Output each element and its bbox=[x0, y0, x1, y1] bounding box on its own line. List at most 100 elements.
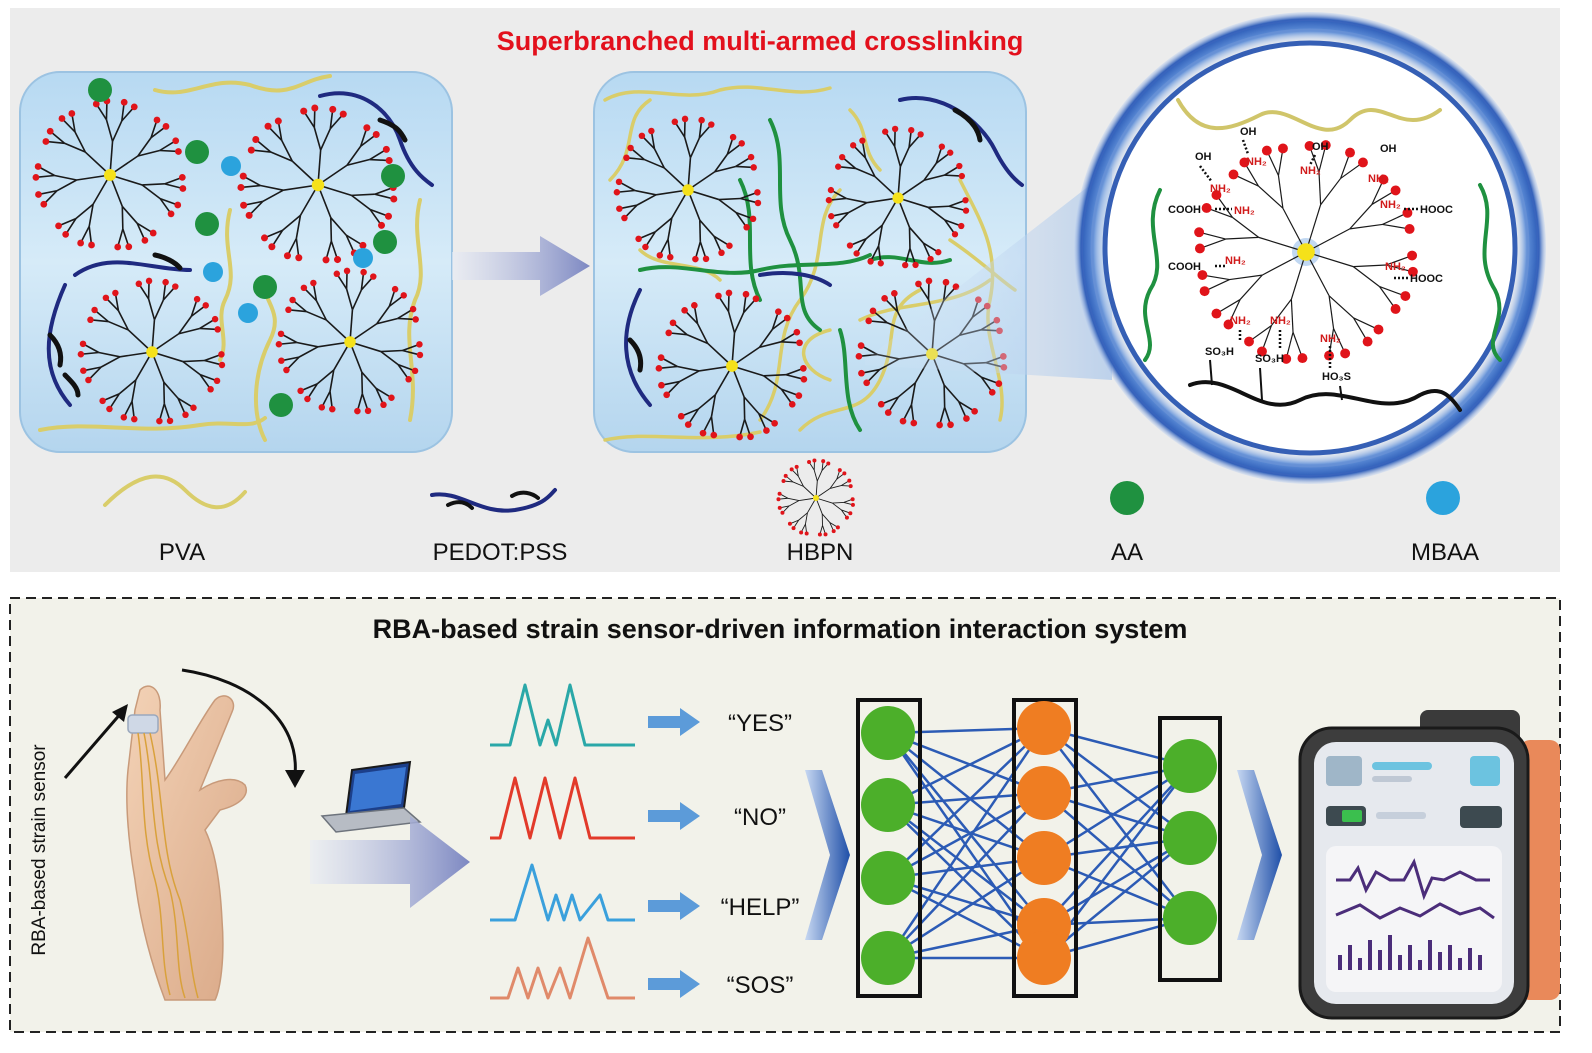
aa-particles bbox=[88, 78, 405, 417]
dendrimer-molecule bbox=[776, 458, 855, 537]
waveform-line bbox=[490, 936, 635, 1000]
network-edge bbox=[887, 876, 1045, 960]
svg-text:NH₂: NH₂ bbox=[1320, 333, 1341, 345]
network-node bbox=[1017, 766, 1071, 820]
output-label-sos: “SOS” bbox=[727, 972, 794, 999]
laptop-icon bbox=[320, 760, 422, 833]
legend-label-aa: AA bbox=[1111, 539, 1143, 566]
aa-crosslinked-chains bbox=[638, 118, 952, 432]
output-label-help: “HELP” bbox=[721, 894, 800, 921]
network-edge bbox=[887, 732, 1045, 859]
svg-text:HOOC: HOOC bbox=[1410, 273, 1443, 285]
pedot-pss-chains-after bbox=[624, 96, 1024, 407]
hbpn-dendrimers bbox=[32, 97, 1008, 441]
waveform-line bbox=[490, 683, 635, 747]
svg-text:OH: OH bbox=[1312, 141, 1329, 153]
svg-text:NH₂: NH₂ bbox=[1385, 261, 1406, 273]
dendrimer-molecule bbox=[1194, 140, 1418, 364]
zoom-chains bbox=[1143, 98, 1502, 412]
gesture-waveforms bbox=[490, 683, 635, 1000]
network-edge bbox=[1043, 836, 1191, 927]
network-node bbox=[861, 778, 915, 832]
pva-chains-after bbox=[603, 85, 1017, 442]
pva-wave-icon bbox=[103, 474, 247, 510]
svg-text:SO₃H: SO₃H bbox=[1205, 346, 1234, 358]
svg-text:NH₂: NH₂ bbox=[1368, 173, 1389, 185]
network-edge bbox=[887, 803, 1045, 860]
smartwatch-icon bbox=[1298, 710, 1560, 1020]
chevron-icon bbox=[1237, 770, 1282, 940]
network-layer-box bbox=[856, 698, 922, 998]
network-edge bbox=[887, 791, 1045, 880]
bottom-panel-title: RBA-based strain sensor-driven informati… bbox=[373, 614, 1188, 644]
network-edge bbox=[1043, 837, 1191, 959]
zoom-beam bbox=[865, 168, 1112, 380]
dendrimer-molecule bbox=[655, 289, 808, 441]
svg-text:NH₂: NH₂ bbox=[1270, 315, 1291, 327]
dendrimer-molecule bbox=[613, 115, 762, 263]
input-arrow bbox=[310, 816, 470, 908]
neural-network bbox=[856, 698, 1222, 998]
network-edge bbox=[886, 727, 1046, 959]
legend-label-hbpn: HBPN bbox=[787, 539, 854, 566]
svg-text:NH₂: NH₂ bbox=[1230, 315, 1251, 327]
svg-text:NH₂: NH₂ bbox=[1246, 156, 1267, 168]
network-edge bbox=[887, 792, 1045, 959]
output-arrow-icon bbox=[648, 708, 700, 998]
pedot-pss-chains-before bbox=[46, 91, 434, 407]
dendrimer-molecule bbox=[77, 277, 226, 425]
hand-with-sensor bbox=[126, 685, 247, 1001]
dendrimer-molecule bbox=[825, 125, 970, 269]
zoom-hbpn-molecule bbox=[1194, 140, 1418, 364]
aa-dot-icon bbox=[1110, 481, 1144, 515]
top-legend: PVA PEDOT:PSS HBPN AA MBAA bbox=[103, 458, 1479, 566]
network-edge bbox=[887, 856, 1045, 960]
waveform-line bbox=[490, 776, 635, 840]
svg-text:NH₂: NH₂ bbox=[1225, 255, 1246, 267]
svg-text:NH₂: NH₂ bbox=[1380, 199, 1401, 211]
network-edge bbox=[1043, 727, 1191, 919]
dendrimer-molecule bbox=[32, 97, 187, 251]
legend-label-pedot-pss: PEDOT:PSS bbox=[433, 539, 568, 566]
legend-label-pva: PVA bbox=[159, 539, 205, 566]
chevron-icon bbox=[805, 770, 850, 940]
network-edge bbox=[887, 804, 1045, 959]
network-layer-box bbox=[1158, 716, 1222, 982]
mbaa-particles bbox=[203, 156, 373, 323]
network-edge bbox=[1043, 764, 1191, 860]
sensor-vertical-label: RBA-based strain sensor bbox=[29, 744, 50, 956]
zoom-functional-groups: OH OH OH OH NH₂ NH₂ NH₂ NH₂ NH₂ NH₂ NH₂ … bbox=[1168, 126, 1453, 401]
svg-text:NH₂: NH₂ bbox=[1210, 183, 1231, 195]
motion-arrows bbox=[63, 668, 305, 788]
network-node bbox=[1017, 701, 1071, 755]
network-edge bbox=[1043, 765, 1191, 926]
svg-text:COOH: COOH bbox=[1168, 204, 1201, 216]
network-edge bbox=[887, 732, 1045, 926]
network-node bbox=[1163, 811, 1217, 865]
transform-arrow bbox=[452, 236, 590, 296]
svg-text:HOOC: HOOC bbox=[1420, 204, 1453, 216]
svg-text:OH: OH bbox=[1380, 143, 1397, 155]
hbpn-dendrimer-icon bbox=[776, 458, 855, 537]
network-node bbox=[1017, 831, 1071, 885]
output-label-no: “NO” bbox=[734, 804, 786, 831]
network-node bbox=[861, 931, 915, 985]
network-edge bbox=[887, 727, 1045, 879]
pva-chains-before bbox=[38, 74, 423, 442]
pedot-pss-chain-icon bbox=[430, 488, 557, 513]
legend-label-mbaa: MBAA bbox=[1411, 539, 1479, 566]
output-labels: “YES” “NO” “HELP” “SOS” bbox=[648, 708, 799, 999]
mbaa-dot-icon bbox=[1426, 481, 1460, 515]
network-node bbox=[1163, 891, 1217, 945]
network-node bbox=[861, 851, 915, 905]
network-layer-box bbox=[1012, 698, 1078, 998]
network-edge bbox=[887, 804, 1045, 926]
network-node bbox=[1017, 931, 1071, 985]
waveform-line bbox=[490, 863, 635, 922]
network-edge bbox=[887, 726, 1045, 807]
svg-text:OH: OH bbox=[1195, 151, 1212, 163]
network-edge bbox=[887, 731, 1045, 795]
svg-text:NH₂: NH₂ bbox=[1234, 205, 1255, 217]
network-node bbox=[1163, 739, 1217, 793]
